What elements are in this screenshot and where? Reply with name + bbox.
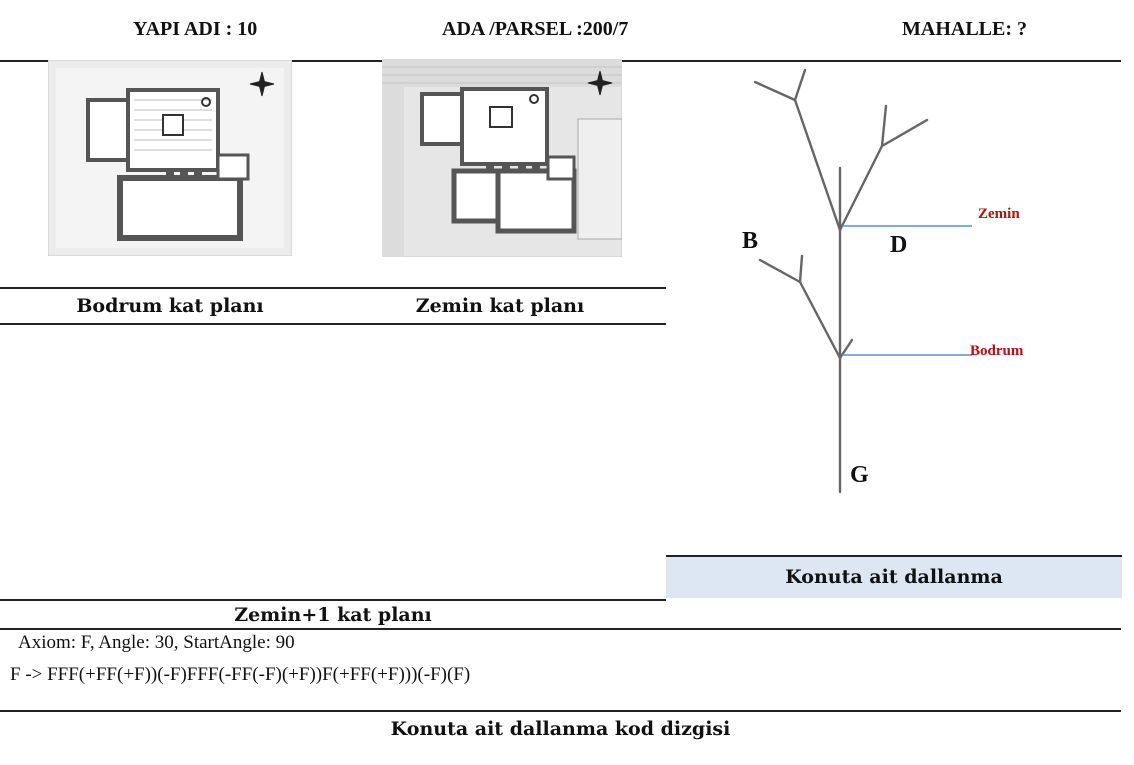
ground-plan-caption: Zemin kat planı	[415, 295, 585, 317]
zemin1-rule-top	[0, 599, 666, 601]
ground-floor-plan-image	[382, 59, 622, 257]
neighborhood: MAHALLE: ?	[902, 18, 1027, 40]
basement-plan-image	[48, 60, 292, 256]
label-d: D	[890, 232, 908, 258]
basement-plan-caption: Bodrum kat planı	[76, 295, 264, 317]
code-caption: Konuta ait dallanma kod dizgisi	[390, 718, 731, 740]
first-floor-plan-caption: Zemin+1 kat planı	[234, 604, 432, 626]
code-rule-top	[0, 628, 1121, 630]
axiom-line: Axiom: F, Angle: 30, StartAngle: 90	[18, 632, 295, 653]
branching-diagram	[753, 68, 972, 494]
code-caption-rule	[0, 710, 1121, 712]
label-bodrum: Bodrum	[970, 343, 1024, 359]
label-b: B	[742, 228, 759, 254]
production-rule-line: F -> FFF(+FF(+F))(-F)FFF(-FF(-F)(+F))F(+…	[10, 664, 471, 685]
building-name: YAPI ADI : 10	[133, 18, 258, 40]
caption-rule-top	[0, 287, 666, 289]
branching-caption: Konuta ait dallanma	[785, 566, 1003, 588]
branching-caption-band	[666, 555, 1122, 598]
label-zemin: Zemin	[978, 206, 1020, 222]
block-parcel: ADA /PARSEL :200/7	[442, 18, 629, 40]
label-g: G	[850, 462, 869, 488]
caption-rule-bottom	[0, 323, 666, 325]
